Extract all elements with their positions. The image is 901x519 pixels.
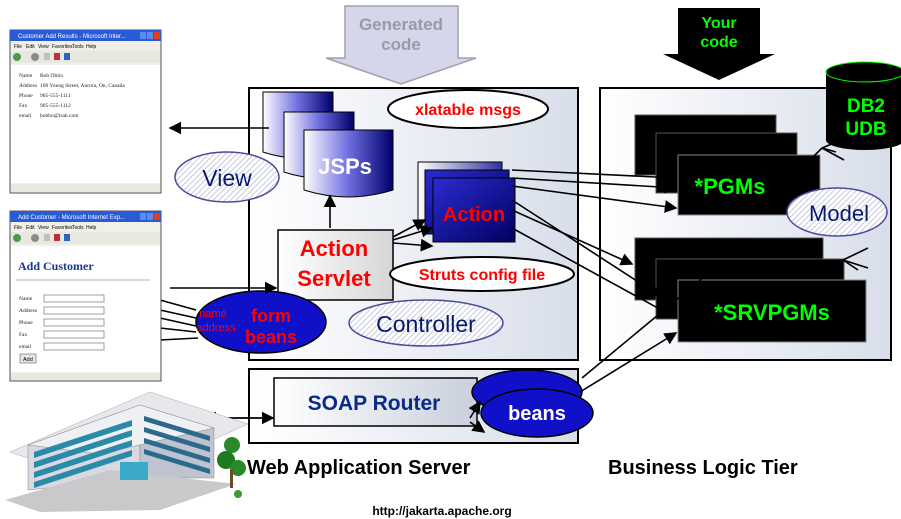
jsps-stack: JSPs xyxy=(262,91,394,198)
action-servlet-line1: Action xyxy=(300,236,368,261)
b1-field-1-value: 100 Young Street, Aurora, On, Canada xyxy=(40,83,125,89)
action-label: Action xyxy=(443,204,505,226)
b2-heading: Add Customer xyxy=(18,259,94,273)
controller-ellipse: Controller xyxy=(348,299,504,347)
b2-menu-0: File xyxy=(14,225,22,231)
srvpgms-label: *SRVPGMs xyxy=(714,300,830,325)
srvpgms-stack: *SRVPGMs xyxy=(634,237,867,343)
your-code-arrow: Your code xyxy=(663,8,775,80)
b2-add-button-label: Add xyxy=(23,357,33,363)
jsps-label: JSPs xyxy=(318,154,372,179)
xlatable-msgs-bubble: xlatable msgs xyxy=(387,89,549,129)
pgms-label: *PGMs xyxy=(695,174,766,199)
form-beans-ellipse: name address form beans xyxy=(195,290,327,354)
b1-field-0-label: Name xyxy=(19,73,33,79)
beans-ellipses: beans xyxy=(471,369,594,438)
b2-menu-4: Tools xyxy=(72,225,84,231)
b2-field-0: Name xyxy=(19,296,33,302)
struts-config-bubble: Struts config file xyxy=(389,256,575,292)
b2-input-address[interactable] xyxy=(43,306,105,315)
business-logic-tier-label: Business Logic Tier xyxy=(608,457,798,479)
generated-code-line1: Generated xyxy=(359,15,443,34)
b1-menu-5: Help xyxy=(86,44,97,50)
form-beans-small2: address xyxy=(196,322,236,334)
browser-window-results: Customer Add Results - Microsoft Inter..… xyxy=(9,29,162,194)
b2-menu-5: Help xyxy=(86,225,97,231)
db2-udb-cylinder: DB2 UDB xyxy=(825,61,901,150)
db2-line1: DB2 xyxy=(847,96,885,117)
controller-label: Controller xyxy=(376,311,476,337)
beans-label: beans xyxy=(508,403,566,425)
b2-field-3: Fax xyxy=(19,332,28,338)
form-beans-line1: form xyxy=(251,306,291,326)
office-building-illustration xyxy=(5,391,249,512)
b1-field-3-label: Fax xyxy=(19,103,28,109)
browser-window-add-customer: Add Customer - Microsoft Internet Exp...… xyxy=(9,210,162,382)
db2-line2: UDB xyxy=(845,119,886,140)
soap-router-box: SOAP Router xyxy=(273,377,478,427)
b2-field-4: email xyxy=(19,344,32,350)
b1-menu-0: File xyxy=(14,44,22,50)
generated-code-line2: code xyxy=(381,35,421,54)
action-stack: Action xyxy=(417,161,516,243)
b2-menu-1: Edit xyxy=(26,225,35,231)
b2-input-phone[interactable] xyxy=(43,318,105,327)
action-servlet-line2: Servlet xyxy=(297,266,371,291)
b2-input-email[interactable] xyxy=(43,342,105,351)
b2-input-fax[interactable] xyxy=(43,330,105,339)
b2-menu-2: View xyxy=(38,225,49,231)
b1-menu-2: View xyxy=(38,44,49,50)
b1-menu-3: Favorites xyxy=(52,44,73,50)
b1-field-3-value: 905-555-1112 xyxy=(40,103,71,109)
b1-field-1-label: Address xyxy=(19,83,37,89)
b1-field-4-label: email xyxy=(19,113,32,119)
view-ellipse: View xyxy=(174,151,280,203)
b1-field-2-label: Phone xyxy=(19,93,33,99)
pgms-stack: *PGMs xyxy=(634,114,821,216)
form-beans-small1: name xyxy=(199,308,227,320)
your-code-line1: Your xyxy=(701,15,736,32)
soap-router-label: SOAP Router xyxy=(308,392,441,415)
b2-input-name[interactable] xyxy=(43,294,105,303)
b2-menu-3: Favorites xyxy=(52,225,73,231)
b2-field-1: Address xyxy=(19,308,37,314)
b2-add-button[interactable] xyxy=(19,353,37,364)
view-label: View xyxy=(202,165,252,191)
connectors xyxy=(159,121,869,433)
b2-field-2: Phone xyxy=(19,320,33,326)
b1-menu-1: Edit xyxy=(26,44,35,50)
model-label: Model xyxy=(809,201,869,226)
b1-field-0-value: Bob Oblio xyxy=(40,73,63,79)
struts-config-label: Struts config file xyxy=(419,267,545,284)
your-code-line2: code xyxy=(700,34,737,51)
xlatable-msgs-label: xlatable msgs xyxy=(415,102,521,119)
browser1-title: Customer Add Results - Microsoft Inter..… xyxy=(18,34,126,40)
b1-field-4-value: bobbo@isah.com xyxy=(40,113,79,119)
form-beans-line2: beans xyxy=(245,327,297,347)
generated-code-arrow: Generated code xyxy=(325,5,477,85)
browser2-title: Add Customer - Microsoft Internet Exp... xyxy=(18,215,125,221)
action-servlet-box: Action Servlet xyxy=(277,229,394,301)
b1-menu-4: Tools xyxy=(72,44,84,50)
b1-field-2-value: 905-555-1111 xyxy=(40,93,71,99)
web-app-server-label: Web Application Server xyxy=(247,457,471,479)
url-footer: http://jakarta.apache.org xyxy=(372,504,511,518)
model-ellipse: Model xyxy=(786,187,888,237)
